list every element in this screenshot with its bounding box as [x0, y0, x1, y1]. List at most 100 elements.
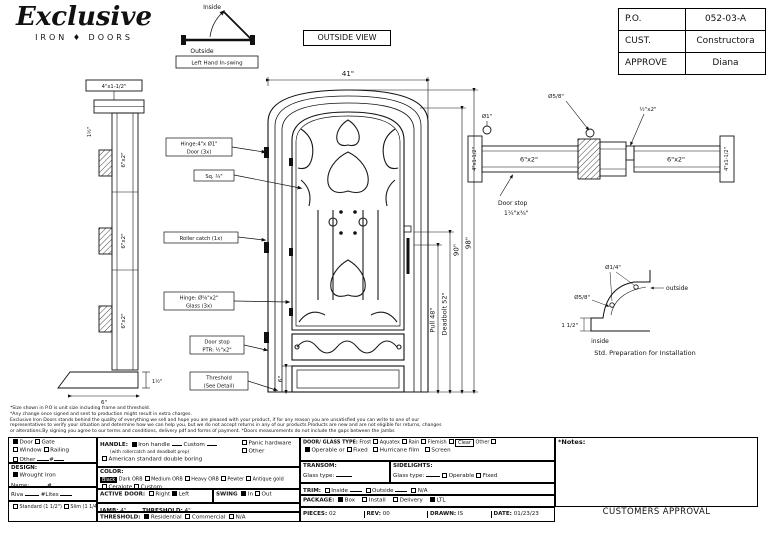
handle-cell: HANDLE: Iron handle Custom (with rollerc… — [97, 437, 300, 467]
checkbox-commercial[interactable] — [185, 514, 191, 519]
design-number-field[interactable] — [51, 480, 64, 486]
checkbox-rain[interactable] — [421, 439, 427, 444]
checkbox-gate[interactable] — [34, 439, 40, 444]
checkbox-swing-in[interactable] — [241, 491, 247, 496]
po-label: P.O. — [619, 9, 686, 30]
checkbox-color-custom[interactable] — [134, 483, 140, 488]
checkbox-door[interactable] — [13, 439, 18, 444]
rev-value: 00 — [382, 510, 390, 517]
checkbox-slim[interactable] — [63, 503, 69, 509]
callout-square-bar: Sq. ¾" — [205, 174, 222, 180]
checkbox-wrought-iron[interactable] — [13, 472, 18, 478]
label-threshold-na: N/A — [235, 514, 246, 521]
sidelights-glass-type-label: Glass type: — [393, 473, 425, 480]
checkbox-flemish[interactable] — [448, 439, 454, 444]
detail-dim: 1 1/2" — [561, 323, 578, 329]
checkbox-iron-handle[interactable] — [131, 441, 137, 447]
label-antique-gold: Antique gold — [252, 476, 284, 483]
checkbox-active-right[interactable] — [148, 491, 154, 496]
lites-field[interactable] — [60, 489, 73, 496]
checkbox-package-box[interactable] — [338, 497, 344, 502]
checkbox-active-left[interactable] — [172, 491, 178, 496]
jamb-field[interactable] — [126, 505, 140, 511]
label-railing: Railing — [50, 447, 70, 454]
checkbox-handle-other[interactable] — [242, 447, 247, 453]
checkbox-american-standard[interactable] — [102, 456, 107, 462]
cust-row: CUST. Constructora — [619, 30, 765, 52]
checkbox-fixed[interactable] — [346, 446, 352, 452]
label-operable: Operable or — [311, 447, 345, 454]
checkbox-ceralote[interactable] — [102, 483, 107, 488]
checkbox-residential[interactable] — [144, 514, 150, 519]
checkbox-heavy-orb[interactable] — [220, 476, 226, 482]
side-jamb-section: 4"x1-1/2" 1½" 6"x2" 6"x2" 6"x2" 6" 1½" — [57, 79, 162, 406]
checkbox-package-delivery[interactable] — [393, 497, 399, 502]
label-trim-na: N/A — [417, 488, 428, 494]
trim-outside-field[interactable] — [395, 485, 408, 492]
riva-field[interactable] — [24, 489, 39, 496]
jamb-value[interactable]: 4" — [120, 508, 127, 512]
trim-inside-field[interactable] — [349, 485, 362, 492]
checkbox-standard[interactable] — [13, 503, 18, 509]
checkbox-frost[interactable] — [373, 439, 379, 444]
checkbox-swing-out[interactable] — [255, 491, 261, 496]
jamb-threshold-value[interactable]: 4" — [184, 508, 191, 512]
customers-approval[interactable]: CUSTOMERS APPROVAL — [602, 507, 711, 517]
checkbox-threshold-na[interactable] — [229, 514, 235, 519]
drawn-label: DRAWN: — [430, 510, 457, 517]
design-name-field[interactable] — [31, 480, 48, 486]
glass-clear-selected[interactable]: Clear — [455, 438, 474, 447]
notes-cell[interactable]: *Notes: — [555, 437, 758, 507]
label-trim-inside: Inside — [331, 488, 348, 494]
trim-section-label: TRIM: — [303, 488, 322, 494]
color-selected-black[interactable]: Black — [100, 476, 118, 483]
checkbox-trim-na[interactable] — [411, 487, 417, 493]
package-cell: PACKAGE: Box Install Delivery LTL — [300, 495, 555, 507]
sidelights-glass-type-field[interactable] — [426, 470, 441, 478]
detail-dia58: Ø5/8" — [574, 294, 590, 301]
door-dimensions: 41" Pull 48" Deadbolt 52" 90" 98" 6" — [265, 70, 478, 395]
checkbox-panic-hardware[interactable] — [242, 440, 247, 445]
other-product-field[interactable] — [37, 454, 50, 462]
jamb-threshold-field[interactable] — [191, 505, 205, 511]
checkbox-operable[interactable] — [305, 446, 310, 452]
checkbox-medium-orb[interactable] — [184, 476, 190, 482]
transom-glass-type-field[interactable] — [336, 470, 353, 478]
approve-row: APPROVE Diana — [619, 52, 765, 74]
other-product-number-field[interactable] — [53, 454, 64, 462]
head-door-stop-label: Door stop — [498, 200, 527, 207]
brand-name: Exclusive — [15, 2, 153, 32]
brand-logo: Exclusive IRON ♦ DOORS — [10, 2, 158, 42]
checkbox-package-install[interactable] — [362, 497, 368, 502]
checkbox-aquatex[interactable] — [401, 439, 407, 444]
checkbox-screen[interactable] — [424, 446, 430, 452]
fleur-de-lis-icon: ♦ — [72, 33, 83, 42]
checkbox-pewter[interactable] — [246, 476, 252, 482]
checkbox-window[interactable] — [13, 446, 18, 452]
checkbox-trim-outside[interactable] — [365, 487, 371, 493]
iron-handle-field[interactable] — [171, 439, 182, 446]
checkbox-dark-orb[interactable] — [144, 476, 150, 482]
checkbox-trim-inside[interactable] — [324, 487, 330, 493]
handle-custom-field[interactable] — [206, 439, 217, 446]
door-ornament — [294, 119, 402, 354]
checkbox-glass-other[interactable] — [491, 439, 497, 444]
label-residential: Residential — [150, 514, 182, 521]
callout-door-stop-line1: Door stop — [204, 340, 230, 346]
checkbox-other-product[interactable] — [13, 456, 18, 462]
callout-roller-catch: Roller catch (1x) — [180, 236, 223, 242]
checkbox-sidelights-operable[interactable] — [442, 472, 448, 478]
checkbox-hurricane-film[interactable] — [373, 446, 379, 452]
label-fixed: Fixed — [353, 447, 368, 454]
checkbox-package-ltl[interactable] — [430, 497, 436, 502]
label-active-right: Right — [155, 491, 171, 498]
drawn-value: IS — [457, 510, 464, 517]
label-rain: Rain — [408, 439, 420, 446]
pieces-label: PIECES: — [303, 510, 328, 517]
checkbox-railing[interactable] — [43, 446, 49, 452]
outside-view-label: OUTSIDE VIEW — [303, 30, 391, 46]
dim-height: 98" — [465, 237, 473, 249]
checkbox-sidelights-fixed[interactable] — [476, 472, 482, 478]
